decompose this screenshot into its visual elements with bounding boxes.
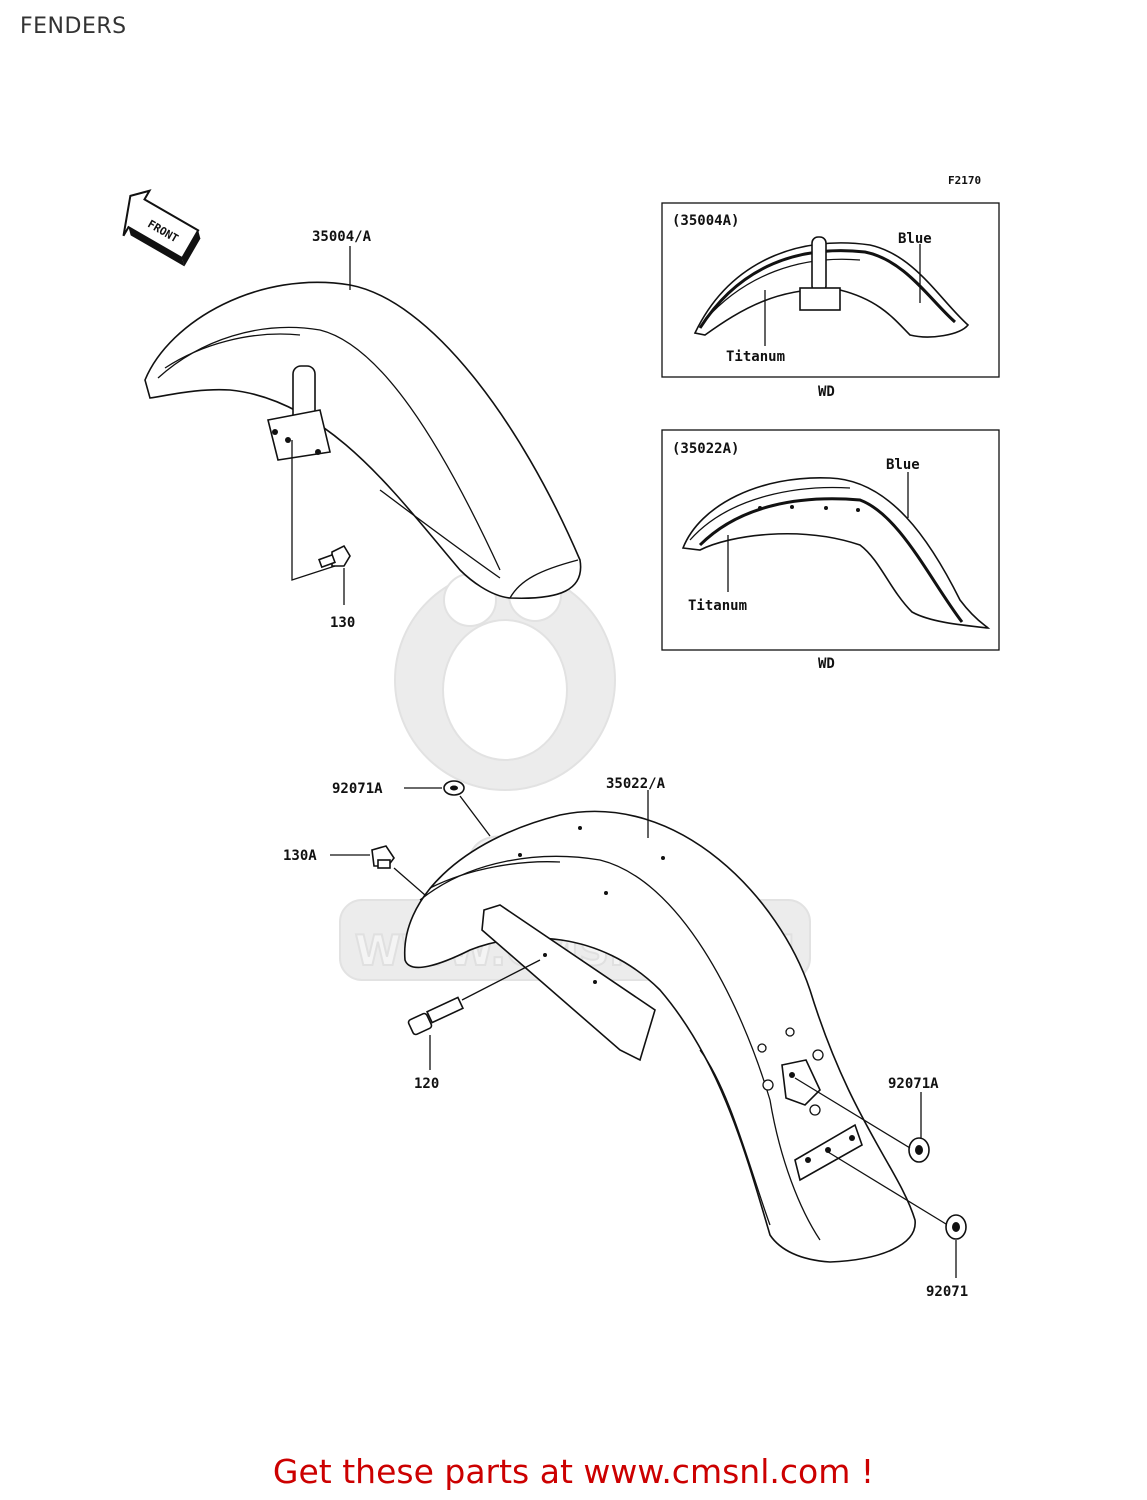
bolt-130 xyxy=(318,544,351,569)
front-arrow-icon xyxy=(122,189,200,260)
washer-92071A-top xyxy=(443,780,465,796)
bolt-130A xyxy=(371,845,395,869)
callout-120: 120 xyxy=(414,1076,439,1092)
inset-rear-fender: (35022A) Blue Titanum xyxy=(661,429,1000,651)
front-direction-marker: FRONT xyxy=(122,189,201,267)
bolt-120 xyxy=(407,996,465,1036)
callout-35022A: 35022/A xyxy=(606,776,666,792)
get-parts-link[interactable]: Get these parts at www.cmsnl.com ! xyxy=(272,1452,875,1491)
inset-front-variant: WD xyxy=(818,384,835,400)
callout-92071A-right: 92071A xyxy=(888,1076,939,1092)
callout-130A: 130A xyxy=(283,848,317,864)
inset-front-part-code: (35004A) xyxy=(672,213,739,229)
callout-92071: 92071 xyxy=(926,1284,968,1300)
page-title: FENDERS xyxy=(20,14,127,39)
callout-92071A-top: 92071A xyxy=(332,781,383,797)
inset-rear-variant: WD xyxy=(818,656,835,672)
figure-code: F2170 xyxy=(948,174,981,187)
rear-fender xyxy=(404,810,916,1263)
callout-130: 130 xyxy=(330,615,355,631)
front-fender xyxy=(144,281,582,600)
inset-front-blue-label: Blue xyxy=(898,231,932,247)
washer-92071 xyxy=(945,1214,967,1240)
inset-rear-blue-label: Blue xyxy=(886,457,920,473)
inset-front-fender: (35004A) Blue Titanum xyxy=(661,202,1000,378)
inset-rear-titanum-label: Titanum xyxy=(688,598,747,614)
callout-35004A: 35004/A xyxy=(312,229,372,245)
washer-92071A-right xyxy=(908,1137,930,1163)
inset-rear-part-code: (35022A) xyxy=(672,441,739,457)
inset-front-titanum-label: Titanum xyxy=(726,349,785,365)
